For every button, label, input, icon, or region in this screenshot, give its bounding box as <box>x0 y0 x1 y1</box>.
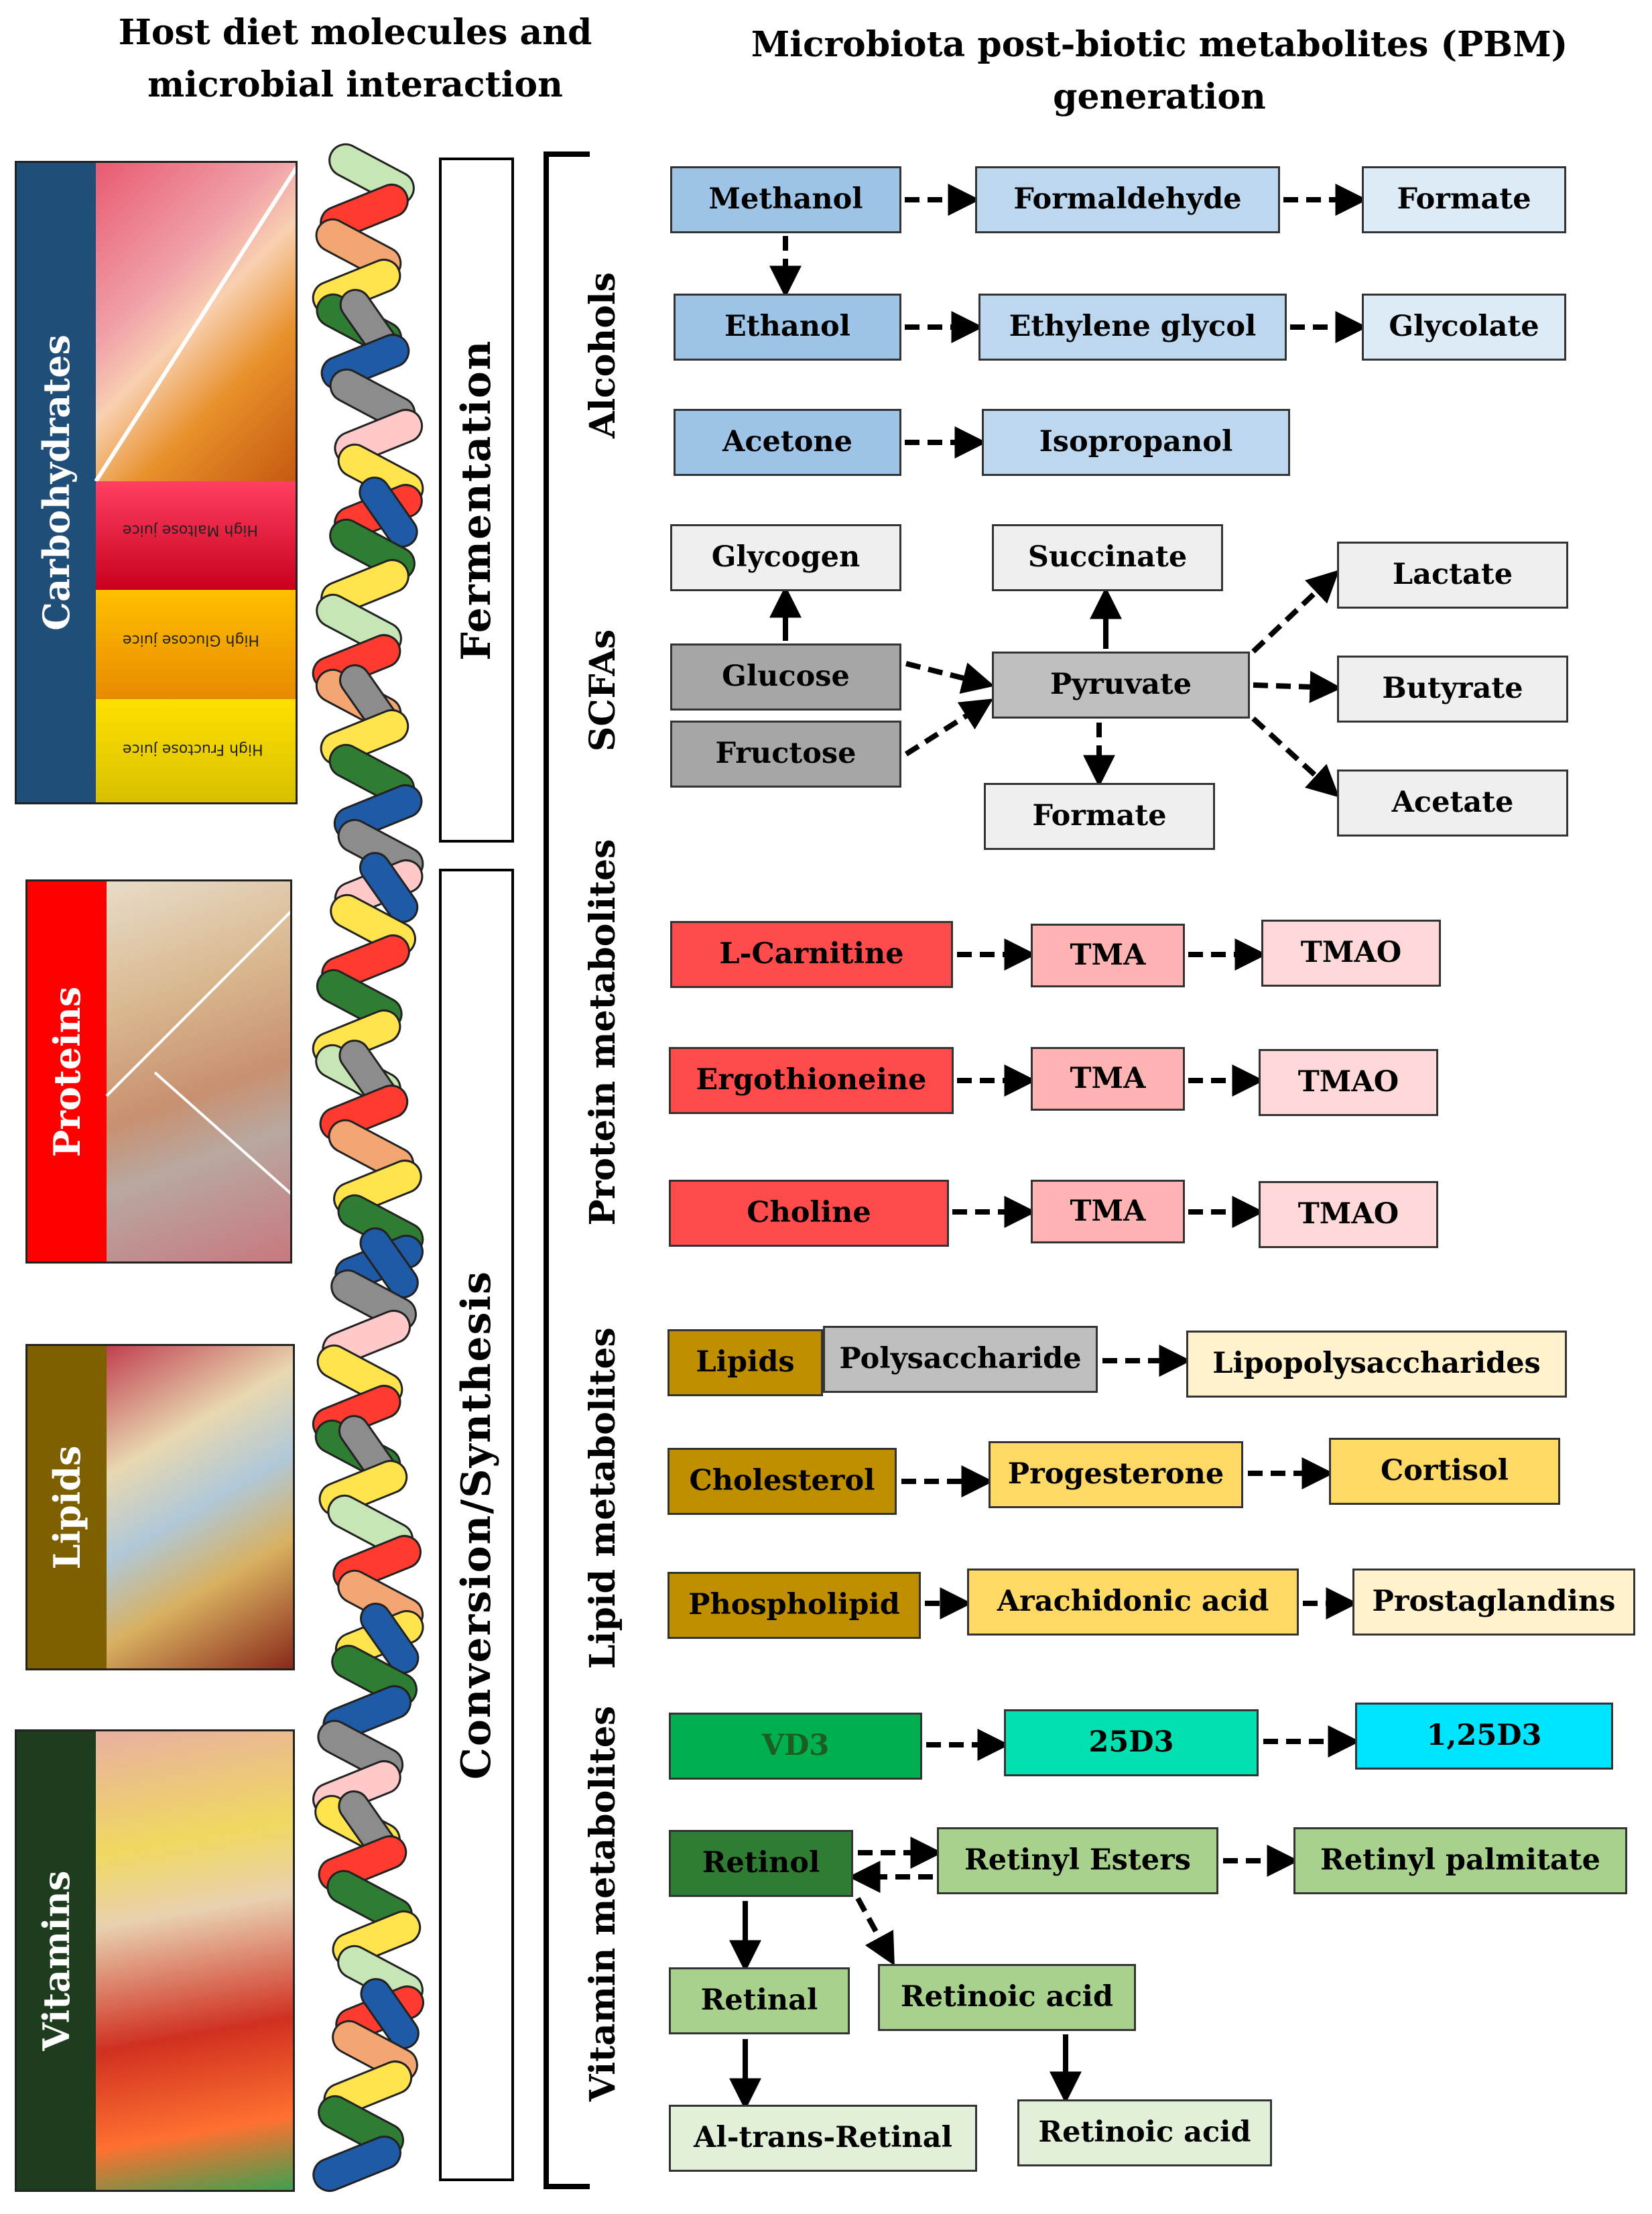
bacterium <box>360 1603 420 1674</box>
box-all-trans-retinal: Al-trans-Retinal <box>669 2105 977 2172</box>
arrow-9 <box>904 698 994 757</box>
bacterium <box>359 852 419 923</box>
box-retinal: Retinal <box>669 1967 850 2034</box>
arrow-12 <box>1253 670 1342 703</box>
box-l-carnitine: L-Carnitine <box>670 921 953 988</box>
box-vd3: VD3 <box>669 1713 922 1780</box>
box-ergothioneine: Ergothioneine <box>669 1047 954 1114</box>
box-tma-2: TMA <box>1031 1047 1185 1111</box>
arrow-11 <box>1251 570 1340 654</box>
right-header-line-2: generation <box>1053 76 1266 117</box>
carbohydrates-panel: Carbohydrates High Maltose juice High Gl… <box>15 161 298 804</box>
box-glucose: Glucose <box>670 643 901 711</box>
arrow-32 <box>855 1897 895 1966</box>
box-retinol: Retinol <box>669 1830 853 1897</box>
conversion-synthesis-box: Conversion/Synthesis <box>439 869 514 2181</box>
box-25d3: 25D3 <box>1004 1709 1259 1776</box>
proteins-panel: Proteins <box>25 879 292 1264</box>
fermentation-box: Fermentation <box>439 158 514 843</box>
left-header-line-1: Host diet molecules and <box>118 12 592 53</box>
box-tma-1: TMA <box>1031 924 1185 987</box>
box-butyrate: Butyrate <box>1337 656 1568 723</box>
vitamins-label-band: Vitamins <box>17 1731 96 2190</box>
box-acetate: Acetate <box>1337 770 1568 837</box>
box-polysaccharide: Polysaccharide <box>823 1326 1098 1393</box>
box-tmao-1: TMAO <box>1261 920 1441 987</box>
left-header-line-2: microbial interaction <box>147 64 563 105</box>
bacterium <box>359 1227 419 1298</box>
box-tmao-3: TMAO <box>1259 1181 1438 1248</box>
box-lipids: Lipids <box>668 1329 823 1396</box>
vitamins-photo <box>96 1731 293 2190</box>
box-phospholipid: Phospholipid <box>668 1572 921 1639</box>
box-cholesterol: Cholesterol <box>668 1448 897 1515</box>
box-ethanol: Ethanol <box>674 294 901 361</box>
lipids-panel: Lipids <box>25 1344 295 1670</box>
box-ethylene-glycol: Ethylene glycol <box>978 294 1287 361</box>
glucose-juice-bottle: High Glucose juice <box>96 590 296 699</box>
lipids-label-band: Lipids <box>27 1346 107 1668</box>
photo-diagonal <box>94 165 296 483</box>
box-formate-scfa: Formate <box>984 783 1215 850</box>
box-succinate: Succinate <box>992 524 1223 591</box>
right-header-line-1: Microbiota post-biotic metabolites (PBM) <box>751 24 1568 65</box>
bacterium <box>360 1978 420 2049</box>
box-tmao-2: TMAO <box>1259 1049 1438 1116</box>
box-choline: Choline <box>669 1180 949 1247</box>
box-retinyl-palmitate: Retinyl palmitate <box>1293 1827 1627 1894</box>
box-prostaglandins: Prostaglandins <box>1352 1569 1635 1636</box>
bacterium <box>359 477 418 548</box>
box-1-25d3: 1,25D3 <box>1355 1703 1613 1770</box>
box-pyruvate: Pyruvate <box>992 652 1250 719</box>
carbohydrates-label-band: Carbohydrates <box>17 163 96 802</box>
box-formaldehyde: Formaldehyde <box>975 166 1280 233</box>
box-tma-3: TMA <box>1031 1180 1185 1243</box>
proteins-label-band: Proteins <box>27 881 107 1262</box>
bacterium <box>312 2136 401 2192</box>
lipids-photo <box>107 1346 293 1668</box>
box-progesterone: Progesterone <box>989 1441 1243 1508</box>
box-lipopolysaccharides: Lipopolysaccharides <box>1186 1331 1567 1398</box>
arrow-13 <box>1251 717 1340 798</box>
box-formate-alcohol: Formate <box>1362 166 1566 233</box>
right-header: Microbiota post-biotic metabolites (PBM)… <box>737 19 1582 123</box>
box-isopropanol: Isopropanol <box>982 409 1290 476</box>
fructose-juice-bottle: High Fructose juice <box>96 699 296 802</box>
box-cortisol: Cortisol <box>1329 1438 1560 1505</box>
proteins-photo-dividers <box>105 910 290 1195</box>
box-retinoic-acid-1: Retinoic acid <box>878 1964 1136 2031</box>
vitamins-panel: Vitamins <box>15 1729 295 2192</box>
carbohydrates-photo: High Maltose juice High Glucose juice Hi… <box>94 163 296 802</box>
box-lactate: Lactate <box>1337 542 1568 609</box>
box-methanol: Methanol <box>670 166 901 233</box>
box-glycogen: Glycogen <box>670 524 901 591</box>
maltose-juice-bottle: High Maltose juice <box>96 481 296 590</box>
proteins-photo <box>107 881 290 1262</box>
arrow-8 <box>905 661 995 694</box>
left-header: Host diet molecules and microbial intera… <box>101 7 610 111</box>
box-fructose: Fructose <box>670 721 901 788</box>
box-retinoic-acid-2: Retinoic acid <box>1017 2099 1272 2166</box>
box-acetone: Acetone <box>674 409 901 476</box>
box-glycolate: Glycolate <box>1362 294 1566 361</box>
box-arachidonic-acid: Arachidonic acid <box>967 1569 1299 1636</box>
box-retinyl-esters: Retinyl Esters <box>937 1827 1218 1894</box>
